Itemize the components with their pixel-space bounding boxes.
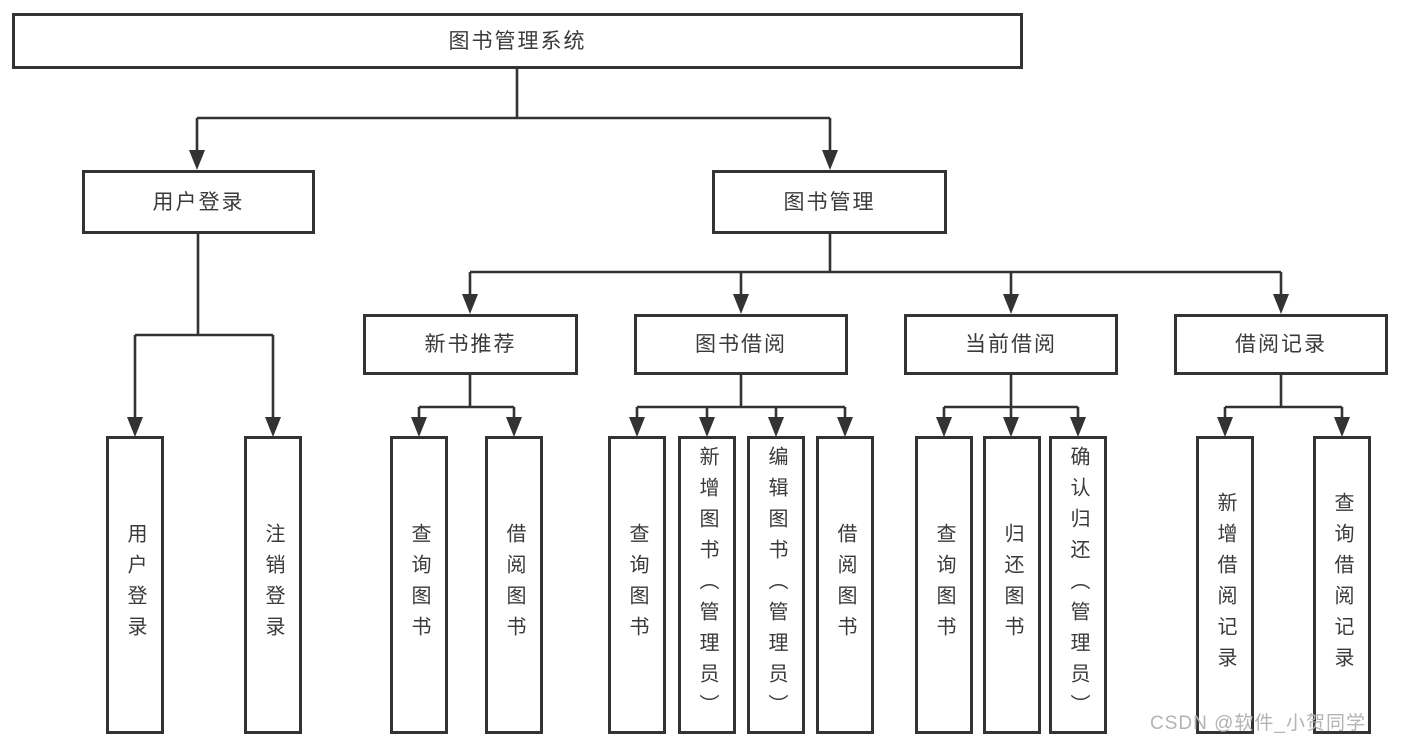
connector-borrow-records-to-leaves (1217, 375, 1350, 437)
node-book-borrow-label: 图书借阅 (695, 333, 787, 356)
node-book-management-branch: 图书管理 (712, 170, 947, 234)
leaf-nbr-query-book: 查询图书 (390, 436, 448, 734)
leaf-cb-query-book: 查询图书 (915, 436, 973, 734)
leaf-bb-add-book: 新增图书（管理员） (678, 436, 736, 734)
leaf-bb-edit-book-label: 编辑图书（管理员） (765, 445, 787, 725)
leaf-br-add-record-label: 新增借阅记录 (1214, 492, 1236, 678)
node-root: 图书管理系统 (12, 13, 1023, 69)
connector-user-login-to-leaves (127, 234, 281, 437)
leaf-bb-edit-book: 编辑图书（管理员） (747, 436, 805, 734)
leaf-nbr-borrow-book-label: 借阅图书 (503, 523, 525, 647)
leaf-logout: 注销登录 (244, 436, 302, 734)
leaf-br-add-record: 新增借阅记录 (1196, 436, 1254, 734)
leaf-user-login-label: 用户登录 (124, 523, 146, 647)
node-book-borrow: 图书借阅 (634, 314, 848, 375)
leaf-br-query-record-label: 查询借阅记录 (1331, 492, 1353, 678)
leaf-cb-return-book: 归还图书 (983, 436, 1041, 734)
node-new-book-recommend-label: 新书推荐 (424, 333, 517, 356)
connector-new-book-rec-to-leaves (411, 375, 522, 437)
connector-book-borrow-to-leaves (629, 375, 853, 437)
node-current-borrow: 当前借阅 (904, 314, 1118, 375)
leaf-bb-add-book-label: 新增图书（管理员） (696, 445, 718, 725)
leaf-cb-return-book-label: 归还图书 (1001, 523, 1023, 647)
leaf-bb-query-book-label: 查询图书 (626, 523, 648, 647)
leaf-cb-confirm-return: 确认归还（管理员） (1049, 436, 1107, 734)
leaf-nbr-borrow-book: 借阅图书 (485, 436, 543, 734)
node-root-label: 图书管理系统 (448, 29, 587, 53)
leaf-nbr-query-book-label: 查询图书 (408, 523, 430, 647)
node-borrow-records: 借阅记录 (1174, 314, 1388, 375)
leaf-user-login: 用户登录 (106, 436, 164, 734)
node-borrow-records-label: 借阅记录 (1235, 333, 1327, 356)
leaf-bb-query-book: 查询图书 (608, 436, 666, 734)
node-book-management-branch-label: 图书管理 (783, 190, 876, 214)
connector-book-mgmt-to-level3 (462, 234, 1289, 314)
leaf-br-query-record: 查询借阅记录 (1313, 436, 1371, 734)
node-current-borrow-label: 当前借阅 (965, 333, 1057, 356)
node-user-login-branch: 用户登录 (82, 170, 315, 234)
node-new-book-recommend: 新书推荐 (363, 314, 578, 375)
leaf-logout-label: 注销登录 (262, 523, 284, 647)
node-user-login-branch-label: 用户登录 (152, 190, 245, 214)
leaf-cb-query-book-label: 查询图书 (933, 523, 955, 647)
connector-current-borrow-to-leaves (936, 375, 1086, 437)
watermark: CSDN @软件_小贺同学 (1150, 713, 1366, 734)
connector-root-to-level2 (189, 69, 838, 170)
leaf-bb-borrow-book-label: 借阅图书 (834, 523, 856, 647)
leaf-bb-borrow-book: 借阅图书 (816, 436, 874, 734)
leaf-cb-confirm-return-label: 确认归还（管理员） (1067, 445, 1089, 725)
